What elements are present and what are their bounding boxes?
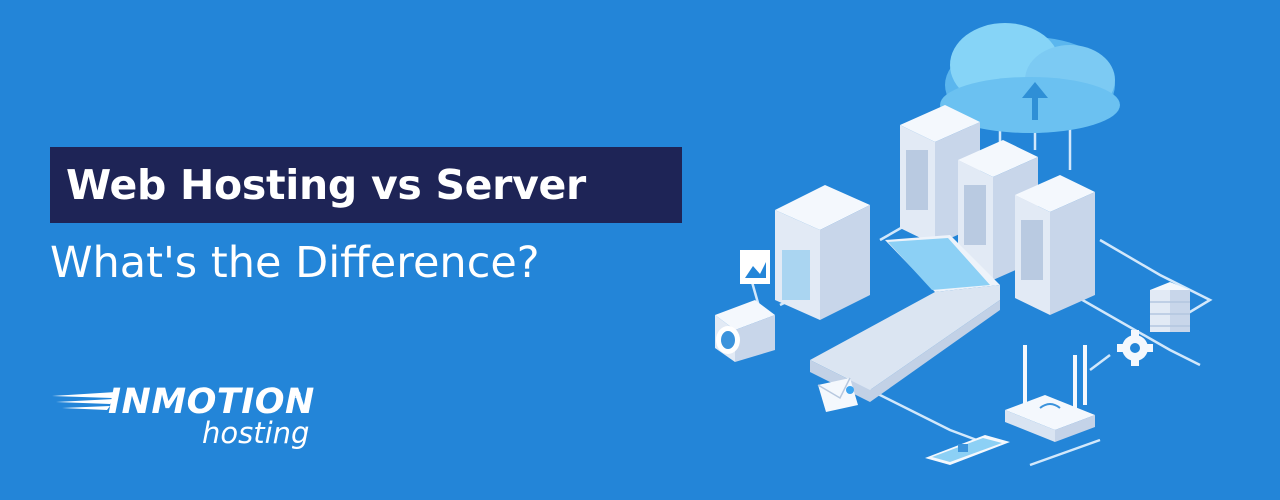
logo-wordmark: INMOTION: [108, 382, 315, 422]
network-illustration: [715, 23, 1213, 467]
router-icon: [1005, 345, 1095, 442]
logo-subword: hosting: [202, 416, 310, 450]
title-box: Web Hosting vs Server: [50, 147, 682, 223]
camera-icon: [715, 300, 775, 362]
desktop-tower-icon: [775, 185, 870, 320]
page-title: Web Hosting vs Server: [66, 161, 586, 209]
phone-icon: [925, 435, 1010, 465]
cloud-upload-icon: [940, 23, 1120, 133]
mail-icon: [817, 377, 858, 412]
registered-mark: ®: [292, 390, 302, 401]
database-icon: [1150, 282, 1190, 332]
logo-swoosh-icon: [52, 392, 116, 410]
gear-icon: [1117, 330, 1153, 366]
image-icon: [740, 250, 770, 284]
server-icon: [900, 105, 1095, 315]
inmotion-hosting-logo[interactable]: INMOTION ® hosting: [50, 376, 320, 456]
page-subtitle: What's the Difference?: [50, 238, 540, 288]
laptop-icon: [810, 235, 1000, 402]
